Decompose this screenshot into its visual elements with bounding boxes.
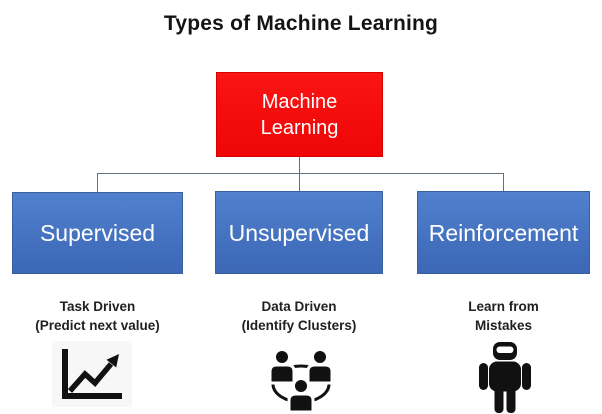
node-reinforcement-label: Reinforcement bbox=[428, 219, 579, 246]
node-supervised: Supervised bbox=[12, 192, 183, 274]
node-unsupervised: Unsupervised bbox=[215, 191, 383, 274]
caption-supervised: Task Driven (Predict next value) bbox=[35, 299, 160, 333]
node-supervised-label: Supervised bbox=[39, 220, 156, 246]
caption-reinforcement: Learn from Mistakes bbox=[468, 299, 539, 333]
node-reinforcement: Reinforcement bbox=[417, 191, 590, 274]
people-cluster-icon bbox=[262, 344, 340, 412]
connector-root-drop bbox=[299, 157, 300, 174]
caption-unsupervised: Data Driven (Identify Clusters) bbox=[241, 299, 357, 333]
robot-icon bbox=[477, 342, 533, 413]
connector-horizontal bbox=[97, 173, 504, 174]
connector-drop-supervised bbox=[97, 173, 98, 192]
line-chart-icon bbox=[52, 341, 132, 407]
connector-drop-reinforcement bbox=[503, 173, 504, 191]
node-machine-learning: Machine Learning bbox=[216, 72, 383, 157]
node-unsupervised-label: Unsupervised bbox=[228, 219, 370, 246]
node-machine-learning-label: Machine Learning bbox=[260, 90, 339, 139]
connector-drop-unsupervised bbox=[299, 173, 300, 191]
page-title: Types of Machine Learning bbox=[163, 12, 439, 35]
